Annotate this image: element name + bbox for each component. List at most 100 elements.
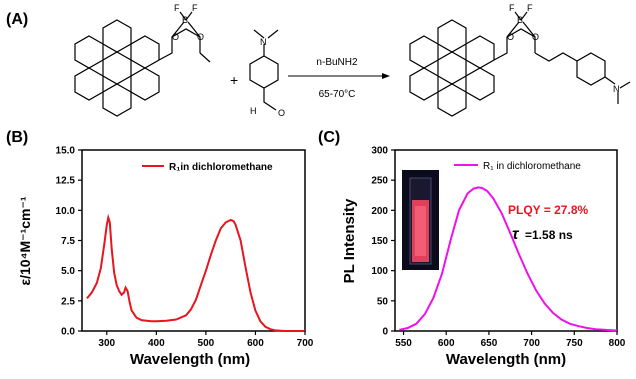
atom-f: F xyxy=(192,3,198,13)
coronene-ring xyxy=(437,19,467,53)
lifetime-annotation: =1.58 ns xyxy=(525,228,573,242)
plus-sign: + xyxy=(230,72,238,88)
panel-label-b: (B) xyxy=(6,129,28,146)
product-molecule xyxy=(409,11,631,117)
x-axis-ticks: 550 600 650 700 750 800 xyxy=(395,331,626,349)
tau-symbol: τ xyxy=(512,226,520,243)
x-tick-label: 700 xyxy=(523,338,540,349)
atom-f: F xyxy=(174,3,180,13)
methyl-bond xyxy=(619,81,631,89)
atom-b: B xyxy=(182,15,188,25)
reaction-scheme: (A) O O B F F + xyxy=(6,3,631,118)
cuvette-photo xyxy=(402,170,439,270)
coronene-ring xyxy=(74,67,104,101)
y-tick-label: 200 xyxy=(371,206,388,217)
x-axis-ticks: 300 400 500 600 700 xyxy=(98,331,314,349)
y-tick-label: 5.0 xyxy=(61,266,75,277)
coronene-ring xyxy=(409,35,439,69)
fluorine-bond xyxy=(185,11,193,21)
plqy-annotation: PLQY = 27.8% xyxy=(508,203,588,217)
x-tick-label: 650 xyxy=(481,338,498,349)
fluorine-bond xyxy=(514,11,522,21)
reagent-label: n-BuNH2 xyxy=(316,57,358,68)
panel-label-c: (C) xyxy=(318,129,340,146)
coronene-ring xyxy=(465,35,495,69)
legend-label: R₁in dichloromethane xyxy=(169,162,273,173)
y-tick-label: 0 xyxy=(382,327,388,338)
coronene-ring xyxy=(74,35,104,69)
y-tick-label: 12.5 xyxy=(56,176,76,187)
atom-f: F xyxy=(509,3,515,13)
x-tick-label: 400 xyxy=(148,338,165,349)
diketonate-bonds xyxy=(493,28,536,61)
atom-f: F xyxy=(527,3,533,13)
fluorine-bond xyxy=(179,11,187,21)
boron-oxygen-bond xyxy=(187,21,201,38)
benzene-ring xyxy=(576,52,606,86)
aldehyde-bond xyxy=(263,88,277,111)
diketonate-bonds xyxy=(158,28,201,61)
methyl-bond xyxy=(253,29,265,39)
arrow-head xyxy=(382,73,390,79)
y-axis-label: PL Intensity xyxy=(341,198,358,283)
x-tick-label: 600 xyxy=(247,338,264,349)
atom-o: O xyxy=(532,32,539,42)
x-tick-label: 800 xyxy=(609,338,626,349)
y-tick-label: 2.5 xyxy=(61,296,75,307)
y-tick-label: 0.0 xyxy=(61,327,75,338)
coronene-ring xyxy=(130,67,160,101)
atom-o: O xyxy=(507,32,514,42)
coronene-core-ring xyxy=(437,51,467,85)
x-tick-label: 600 xyxy=(438,338,455,349)
vinyl-bridge xyxy=(534,52,578,62)
atom-h: H xyxy=(250,106,257,116)
y-axis-label: ε/10⁴M⁻¹cm⁻¹ xyxy=(17,196,33,285)
boron-oxygen-bond xyxy=(522,21,536,38)
coronene-ring xyxy=(465,67,495,101)
x-axis-label: Wavelength (nm) xyxy=(446,351,566,368)
reactant-1-molecule xyxy=(74,11,211,117)
x-tick-label: 500 xyxy=(198,338,215,349)
x-tick-label: 700 xyxy=(297,338,314,349)
fluorine-bond xyxy=(520,11,528,21)
coronene-core-ring xyxy=(102,51,132,85)
atom-n: N xyxy=(613,84,620,94)
atom-n: N xyxy=(260,37,267,47)
coronene-ring xyxy=(102,19,132,53)
y-axis-ticks: 0.02.55.07.510.012.515.0 xyxy=(56,146,82,338)
coronene-ring xyxy=(437,83,467,117)
y-tick-label: 300 xyxy=(371,146,388,157)
x-tick-label: 750 xyxy=(566,338,583,349)
atom-o: O xyxy=(172,32,179,42)
coronene-ring xyxy=(130,35,160,69)
coronene-ring xyxy=(409,67,439,101)
atom-b: B xyxy=(517,15,523,25)
x-axis-label: Wavelength (nm) xyxy=(130,351,250,368)
x-tick-label: 300 xyxy=(98,338,115,349)
y-tick-label: 15.0 xyxy=(56,146,76,157)
absorption-line xyxy=(86,213,305,332)
conditions-label: 65-70°C xyxy=(319,89,356,100)
y-tick-label: 150 xyxy=(371,236,388,247)
atom-o: O xyxy=(278,108,285,118)
y-tick-label: 50 xyxy=(377,296,389,307)
boron-oxygen-bond xyxy=(506,21,520,38)
y-tick-label: 7.5 xyxy=(61,236,75,247)
legend-label: R₁ in dichloromethane xyxy=(483,161,581,172)
coronene-ring xyxy=(102,83,132,117)
amine-bond xyxy=(604,76,616,85)
benzene-ring xyxy=(249,55,279,89)
cuvette-glow xyxy=(415,206,426,256)
panel-label-a: (A) xyxy=(6,11,28,28)
emission-line xyxy=(399,186,617,332)
methyl-bond xyxy=(267,29,279,39)
methyl-bond xyxy=(199,52,211,63)
y-tick-label: 250 xyxy=(371,176,388,187)
x-tick-label: 550 xyxy=(395,338,412,349)
atom-o: O xyxy=(197,32,204,42)
